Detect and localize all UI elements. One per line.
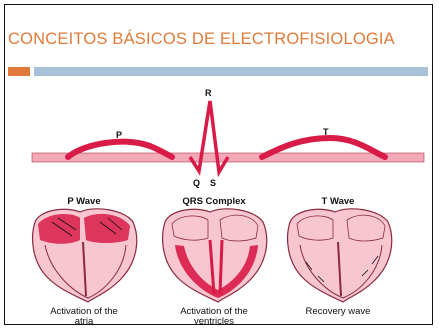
heart-t-wave <box>288 209 392 302</box>
heart-p-wave <box>33 209 137 302</box>
heart-qrs-complex <box>163 209 267 302</box>
ecg-label-s: S <box>210 178 216 188</box>
panel-title-p-wave: P Wave <box>67 196 100 207</box>
caption-p-wave-line2: atria <box>75 316 94 327</box>
ecg-label-p: P <box>116 130 122 140</box>
caption-qrs-line2: ventricles <box>194 316 234 327</box>
ecg-label-r: R <box>205 88 212 98</box>
panel-title-t-wave: T Wave <box>322 196 355 207</box>
ecg-label-t: T <box>323 127 329 137</box>
panel-title-qrs-complex: QRS Complex <box>182 196 246 207</box>
ecg-label-q: Q <box>193 178 200 188</box>
ecg-trace <box>32 101 424 172</box>
caption-t-wave-line1: Recovery wave <box>306 306 371 317</box>
